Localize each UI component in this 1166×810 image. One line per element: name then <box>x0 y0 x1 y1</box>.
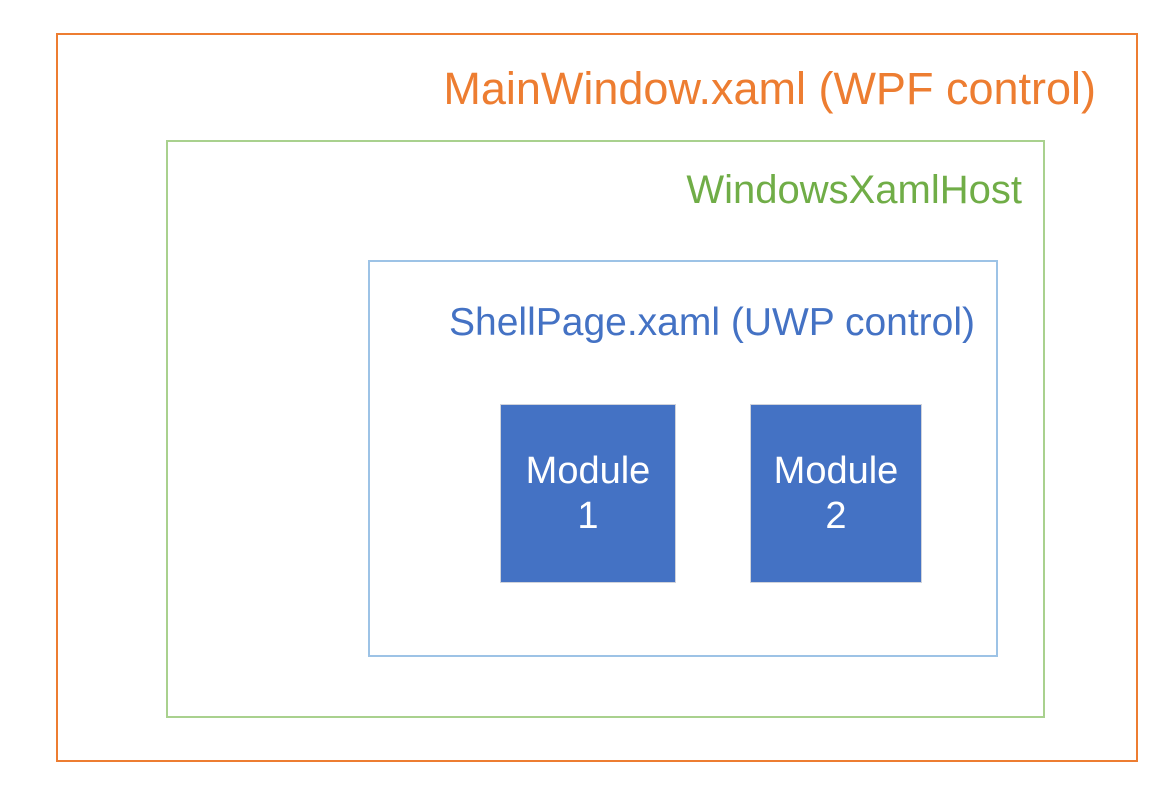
module-box-2: Module 2 <box>750 404 922 583</box>
module-2-name: Module <box>773 449 899 492</box>
layer-label-shellpage: ShellPage.xaml (UWP control) <box>449 301 975 344</box>
module-1-name: Module <box>525 449 651 492</box>
layer-label-mainwindow: MainWindow.xaml (WPF control) <box>443 63 1096 114</box>
module-1-index: 1 <box>577 494 599 537</box>
layer-box-shellpage <box>368 260 998 657</box>
layer-label-windowsxamlhost: WindowsXamlHost <box>686 168 1022 212</box>
layer-box-mainwindow <box>56 33 1138 762</box>
module-box-1: Module 1 <box>500 404 676 583</box>
module-2-index: 2 <box>825 494 847 537</box>
layer-box-windowsxamlhost <box>166 140 1045 718</box>
